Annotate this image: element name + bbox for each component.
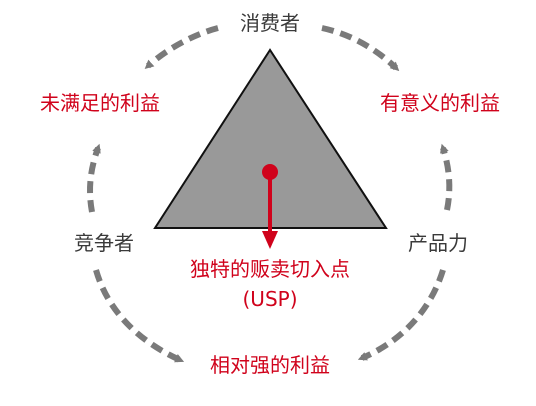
label-unique-selling-point: 独特的贩卖切入点 [190, 257, 350, 281]
arrow-consumer-to-meaningful [321, 25, 400, 72]
label-competitor: 竞争者 [74, 231, 134, 255]
arrow-product-to-relative [357, 269, 446, 361]
label-consumer: 消费者 [240, 11, 300, 35]
label-product-strength: 产品力 [408, 231, 468, 255]
label-usp-abbr: (USP) [243, 287, 298, 311]
label-meaningful-benefit: 有意义的利益 [380, 91, 500, 115]
label-relative-benefit: 相对强的利益 [210, 353, 330, 377]
arrow-competitor-to-relative [93, 269, 185, 363]
usp-pointer-dot [262, 164, 278, 180]
arrow-consumer-to-unmet [144, 25, 219, 70]
label-unmet-benefit: 未满足的利益 [40, 91, 160, 115]
arrow-competitor-to-unmet [87, 143, 101, 213]
arrow-product-to-meaningful [440, 143, 453, 211]
